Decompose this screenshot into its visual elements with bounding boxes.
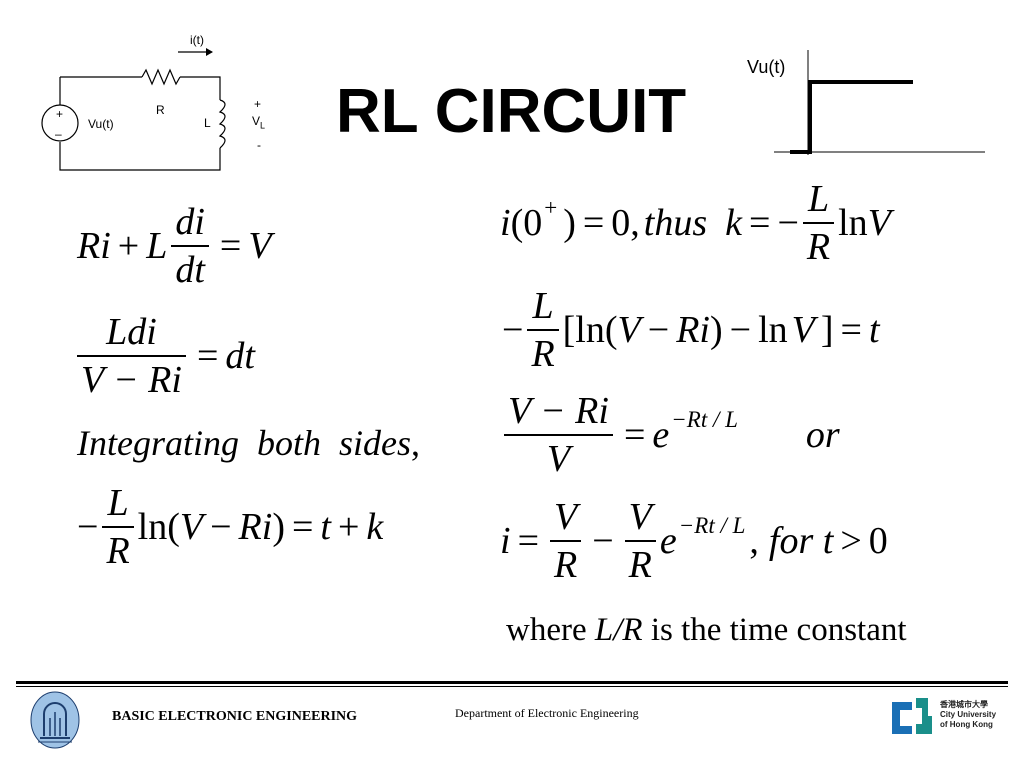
cityu-logo-icon	[892, 698, 932, 734]
footer-department: Department of Electronic Engineering	[455, 706, 639, 720]
footer-rule-thick	[16, 681, 1008, 684]
vl-label: VL	[252, 114, 266, 131]
cityu-english-line2: of Hong Kong	[940, 720, 993, 729]
source-plus: +	[56, 107, 64, 121]
cityu-english-line1: City University	[940, 710, 997, 719]
time-constant-note: where L/R is the time constant	[506, 612, 907, 648]
vl-minus: -	[257, 138, 261, 152]
rl-circuit-diagram	[41, 48, 226, 171]
integrating-text: Integrating both sides,	[77, 423, 420, 463]
footer-course-title: BASIC ELECTRONIC ENGINEERING	[112, 709, 358, 724]
source-minus: –	[55, 127, 62, 141]
step-function-plot	[774, 50, 985, 155]
voltage-source-circle	[41, 104, 79, 142]
resistor-label: R	[156, 103, 165, 117]
inductor-symbol	[218, 99, 226, 149]
page-title: RL CIRCUIT	[336, 77, 687, 146]
circuit-top-wire-right	[180, 76, 221, 100]
inductor-label: L	[204, 116, 211, 130]
cityu-chinese-name: 香港城市大學	[940, 700, 988, 709]
step-curve	[790, 80, 913, 154]
source-label: Vu(t)	[88, 117, 114, 131]
current-label: i(t)	[190, 33, 204, 47]
circuit-right-wire	[59, 142, 221, 171]
step-plot-label: Vu(t)	[747, 57, 786, 77]
department-seal-logo	[30, 691, 80, 749]
vl-plus: +	[254, 97, 262, 111]
cityu-logo-text: 香港城市大學 City University of Hong Kong	[940, 700, 996, 730]
resistor-symbol	[141, 68, 181, 86]
footer-rule-thin	[16, 686, 1008, 687]
